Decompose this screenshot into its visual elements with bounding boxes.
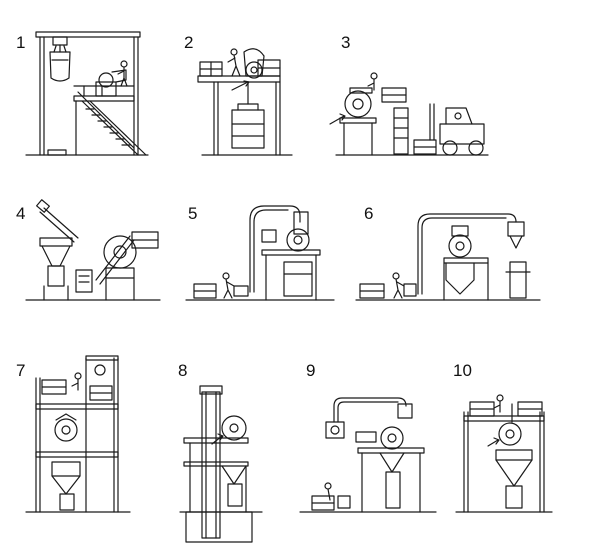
panel-number: 2 [184, 33, 194, 52]
panel-4-drawing [25, 199, 161, 301]
panel-number: 10 [453, 361, 472, 380]
panel-number: 6 [364, 204, 374, 223]
panel-number: 7 [16, 361, 26, 380]
panel-6-drawing [355, 213, 541, 301]
panel-1-drawing [25, 31, 149, 156]
panel-number: 4 [16, 204, 26, 223]
panel-8-drawing [179, 385, 263, 543]
panel-number: 5 [188, 204, 198, 223]
panel-number: 1 [16, 33, 26, 52]
panel-number: 8 [178, 361, 188, 380]
panel-3-drawing [329, 72, 489, 156]
panel-2-drawing [197, 48, 293, 156]
panel-9-drawing [299, 397, 437, 513]
panel-10-drawing [455, 394, 553, 513]
panel-5-drawing [185, 205, 335, 301]
panel-number: 9 [306, 361, 316, 380]
panel-number: 3 [341, 33, 351, 52]
panel-7-drawing [25, 355, 131, 513]
